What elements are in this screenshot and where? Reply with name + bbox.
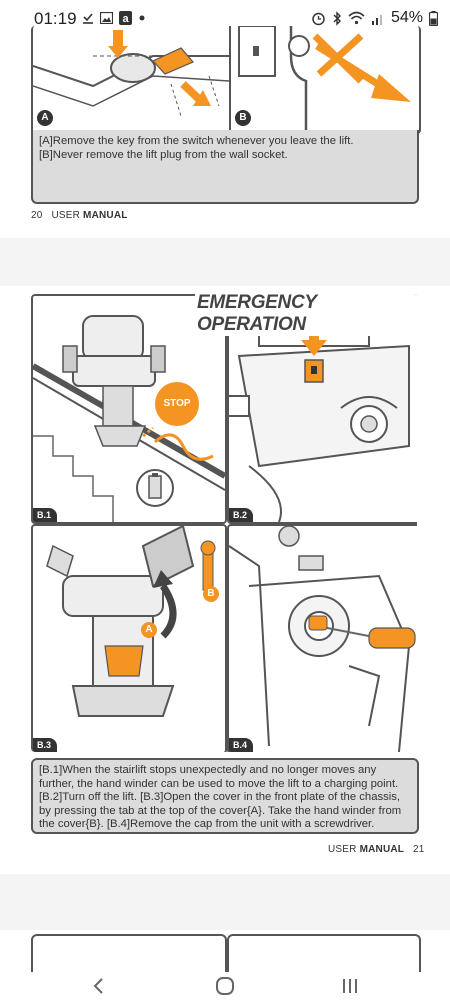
panel-divider	[229, 26, 231, 132]
stop-label: STOP	[163, 398, 191, 409]
manual-page-22-partial	[0, 930, 450, 976]
page21-illustration-frame: STOP B.1 B.2	[31, 294, 417, 752]
stairlift-stop-illustration	[33, 315, 225, 522]
back-button[interactable]	[68, 972, 128, 1000]
panel-b1: STOP B.1	[31, 294, 227, 524]
page-number: 21	[413, 844, 425, 855]
page21-caption: [B.1]When the stairlift stops unexpected…	[31, 758, 419, 834]
page21-footer: USER MANUAL 21	[328, 844, 425, 855]
panel-b4-label: B.4	[229, 738, 254, 752]
status-time: 01:19	[34, 9, 77, 28]
key-removal-illustration	[33, 30, 229, 117]
home-icon	[216, 977, 234, 995]
label-a-circle: A	[37, 110, 53, 126]
battery-icon	[429, 10, 438, 26]
footer-user: USER	[51, 210, 81, 221]
open-cover-illustration	[46, 526, 216, 717]
image-icon	[100, 12, 113, 24]
page-gap-2	[0, 874, 450, 930]
wall-plug-illustration	[238, 26, 411, 132]
download-done-icon	[83, 13, 93, 24]
panel-b1-label: B.1	[33, 508, 58, 522]
panel-b4: B.4	[227, 524, 417, 752]
page20-caption: [A]Remove the key from the switch whenev…	[31, 130, 419, 204]
callout-b: B	[203, 586, 219, 602]
label-b-circle: B	[235, 110, 251, 126]
page20-illustration-frame: A B	[31, 26, 421, 134]
panel-b2-label: B.2	[229, 508, 254, 522]
panel-b3: A B B.3	[31, 524, 227, 752]
callout-a: A	[141, 622, 157, 638]
home-button[interactable]	[195, 972, 255, 1000]
next-panel-right	[227, 934, 421, 976]
remove-cap-illustration	[229, 526, 416, 752]
panel-b3-label: B.3	[33, 738, 58, 752]
back-chevron-icon	[93, 978, 103, 994]
page-number: 20	[31, 210, 43, 221]
page20-footer: 20 USER MANUAL	[31, 210, 128, 221]
page-gap	[0, 238, 450, 286]
caption-line-b: [B]Never remove the lift plug from the w…	[39, 148, 288, 161]
dot-icon	[139, 15, 145, 21]
manual-page-20: A B [A]Remove the key from the switch wh…	[0, 26, 450, 238]
signal-icon	[371, 15, 382, 25]
emergency-operation-title: EMERGENCY OPERATION	[195, 294, 417, 336]
caption-line-a: [A]Remove the key from the switch whenev…	[39, 135, 354, 147]
footer-user: USER	[328, 844, 357, 855]
a-app-icon: a	[119, 11, 132, 25]
bluetooth-icon	[333, 10, 341, 26]
battery-percent: 54%	[390, 9, 423, 26]
footer-manual: MANUAL	[359, 844, 405, 855]
recents-icon	[343, 979, 357, 993]
next-panel-left	[31, 934, 227, 976]
footer-manual: MANUAL	[83, 210, 128, 221]
navigation-bar	[0, 972, 450, 1000]
wifi-icon	[348, 11, 365, 25]
recents-button[interactable]	[320, 972, 380, 1000]
manual-page-21: STOP B.1 B.2	[0, 286, 450, 874]
alarm-icon	[312, 12, 325, 25]
svg-text:a: a	[122, 13, 129, 25]
